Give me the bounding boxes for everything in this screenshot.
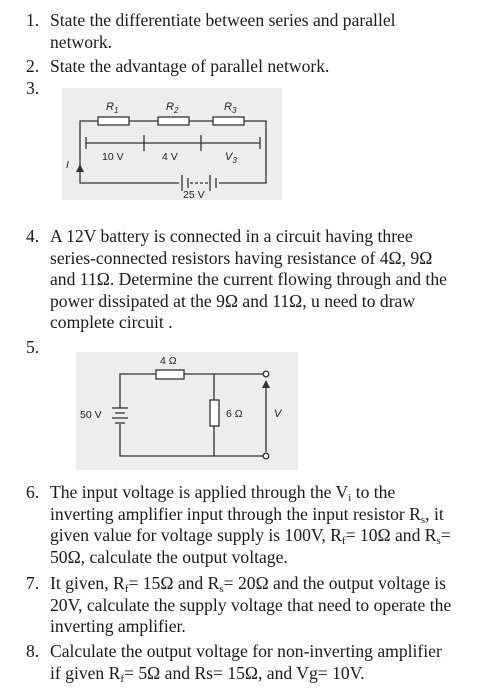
- question-text: given value for voltage supply is 100V, …: [50, 525, 451, 547]
- label-r3: R3: [224, 101, 237, 115]
- label-v3: V3: [225, 151, 237, 165]
- question-number: 7.: [26, 573, 40, 593]
- question-text: A 12V battery is connected in a circuit …: [50, 226, 413, 246]
- resistor-4-ohm: [155, 369, 185, 380]
- question-number: 4.: [26, 226, 40, 246]
- question-text: power dissipated at the 9Ω and 11Ω, u ne…: [50, 290, 416, 311]
- label-v1: 10 V: [102, 151, 124, 163]
- question-number: 5.: [26, 337, 40, 357]
- question-text: 20V, calculate the supply voltage that n…: [50, 594, 452, 615]
- output-arrow-icon: [262, 380, 270, 388]
- question-number: 6.: [26, 482, 40, 502]
- question-text: inverting amplifier.: [50, 616, 186, 636]
- question-number: 8.: [26, 641, 40, 661]
- label-v2: 4 V: [162, 151, 178, 163]
- resistor-r1: [97, 116, 130, 126]
- label-r1: R1: [106, 101, 118, 115]
- question-text: 50Ω, calculate the output voltage.: [50, 546, 288, 567]
- label-series-resistor: 4 Ω: [160, 355, 177, 367]
- question-text: inverting amplifier input through the in…: [50, 503, 444, 526]
- voltage-divider-circuit-diagram: 4 Ω 50 V 6 Ω V: [76, 352, 298, 470]
- question-text: and 11Ω. Determine the current flowing t…: [50, 269, 447, 289]
- question-text: It given, Rf= 15Ω and Rs= 20Ω and the ou…: [50, 573, 447, 595]
- question-text: State the differentiate between series a…: [50, 10, 396, 30]
- question-number: 1.: [26, 10, 40, 30]
- label-shunt-resistor: 6 Ω: [226, 408, 243, 420]
- question-text: State the advantage of parallel network.: [50, 56, 330, 76]
- label-current: I: [66, 159, 69, 171]
- resistor-r3: [212, 116, 245, 126]
- question-text: complete circuit .: [50, 312, 173, 332]
- question-text: if given Rf= 5Ω and Rs= 15Ω, and Vg= 10V…: [50, 662, 365, 685]
- label-output-voltage: V: [274, 408, 283, 420]
- series-circuit-diagram: R1 R2 R3 10 V 4 V V3 I 25 V: [62, 88, 282, 200]
- resistor-6-ohm: [209, 399, 220, 427]
- question-text: series-connected resistors having resist…: [50, 247, 433, 268]
- label-r2: R2: [166, 101, 179, 115]
- question-number: 3.: [26, 78, 40, 98]
- question-number: 2.: [26, 56, 40, 76]
- question-text: Calculate the output voltage for non-inv…: [50, 641, 442, 661]
- resistor-r2: [157, 116, 190, 126]
- current-arrow-icon: [76, 164, 84, 172]
- label-source: 50 V: [80, 409, 102, 421]
- label-source: 25 V: [183, 189, 205, 200]
- question-text: The input voltage is applied through the…: [50, 482, 396, 504]
- question-text: network.: [50, 31, 113, 52]
